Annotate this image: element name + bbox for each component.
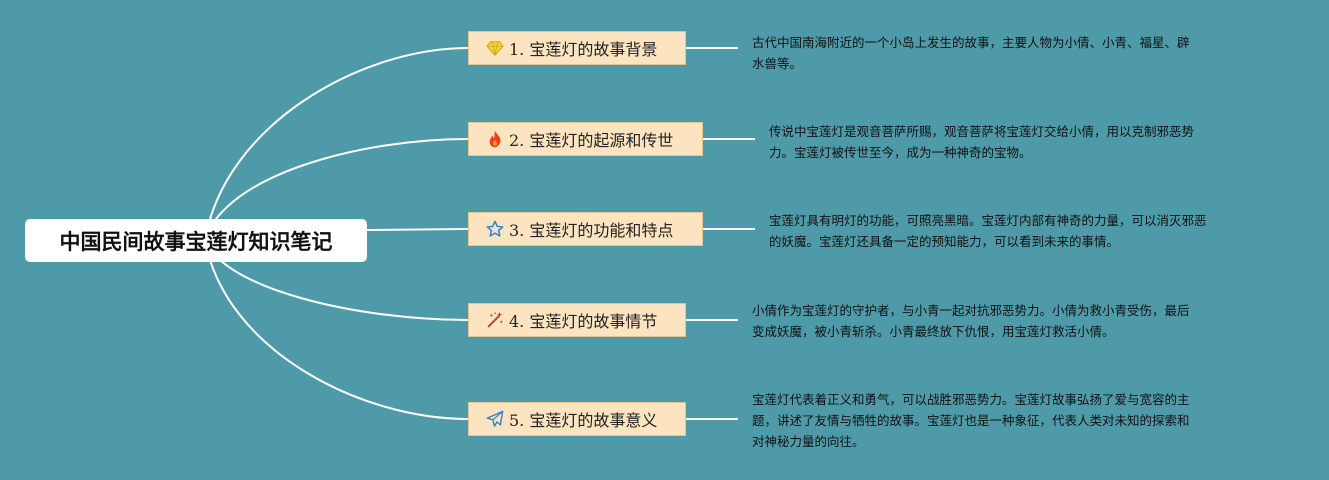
branch-topic-3[interactable]: 3. 宝莲灯的功能和特点 (468, 212, 703, 246)
branch-note-4: 小倩作为宝莲灯的守护者，与小青一起对抗邪恶势力。小倩为救小青受伤，最后 变成妖魔… (752, 303, 1190, 339)
branch-label-2: 2. 宝莲灯的起源和传世 (509, 131, 674, 150)
branch-label-3: 3. 宝莲灯的功能和特点 (509, 221, 674, 240)
branch-label-4: 4. 宝莲灯的故事情节 (509, 312, 658, 331)
star-icon (485, 219, 505, 239)
branch-topic-1[interactable]: 1. 宝莲灯的故事背景 (468, 31, 686, 65)
branch-connector-5 (204, 239, 469, 420)
branch-topic-2[interactable]: 2. 宝莲灯的起源和传世 (468, 122, 703, 156)
branch-topic-5[interactable]: 5. 宝莲灯的故事意义 (468, 402, 686, 436)
branch-note-3: 宝莲灯具有明灯的功能，可照亮黑暗。宝莲灯内部有神奇的力量，可以消灭邪恶 的妖魔。… (769, 213, 1207, 249)
root-title: 中国民间故事宝莲灯知识笔记 (59, 229, 333, 254)
branch-note-5: 宝莲灯代表着正义和勇气，可以战胜邪恶势力。宝莲灯故事弘扬了爱与宽容的主 题，讲述… (752, 392, 1190, 449)
branch-connector-1 (204, 47, 469, 241)
magic-wand-icon (485, 310, 505, 330)
branch-connector-2 (204, 138, 469, 241)
fire-icon (485, 129, 505, 149)
root-topic[interactable]: 中国民间故事宝莲灯知识笔记 (25, 219, 367, 262)
branch-label-5: 5. 宝莲灯的故事意义 (509, 411, 658, 430)
branch-topic-4[interactable]: 4. 宝莲灯的故事情节 (468, 303, 686, 337)
paper-plane-icon (485, 409, 505, 429)
branch-label-1: 1. 宝莲灯的故事背景 (509, 40, 658, 59)
branch-note-1: 古代中国南海附近的一个小岛上发生的故事，主要人物为小倩、小青、福星、辟 水兽等。 (752, 35, 1190, 71)
root-connector (366, 228, 469, 231)
branch-note-2: 传说中宝莲灯是观音菩萨所赐，观音菩萨将宝莲灯交给小倩，用以克制邪恶势 力。宝莲灯… (769, 124, 1195, 160)
diamond-icon (485, 38, 505, 58)
